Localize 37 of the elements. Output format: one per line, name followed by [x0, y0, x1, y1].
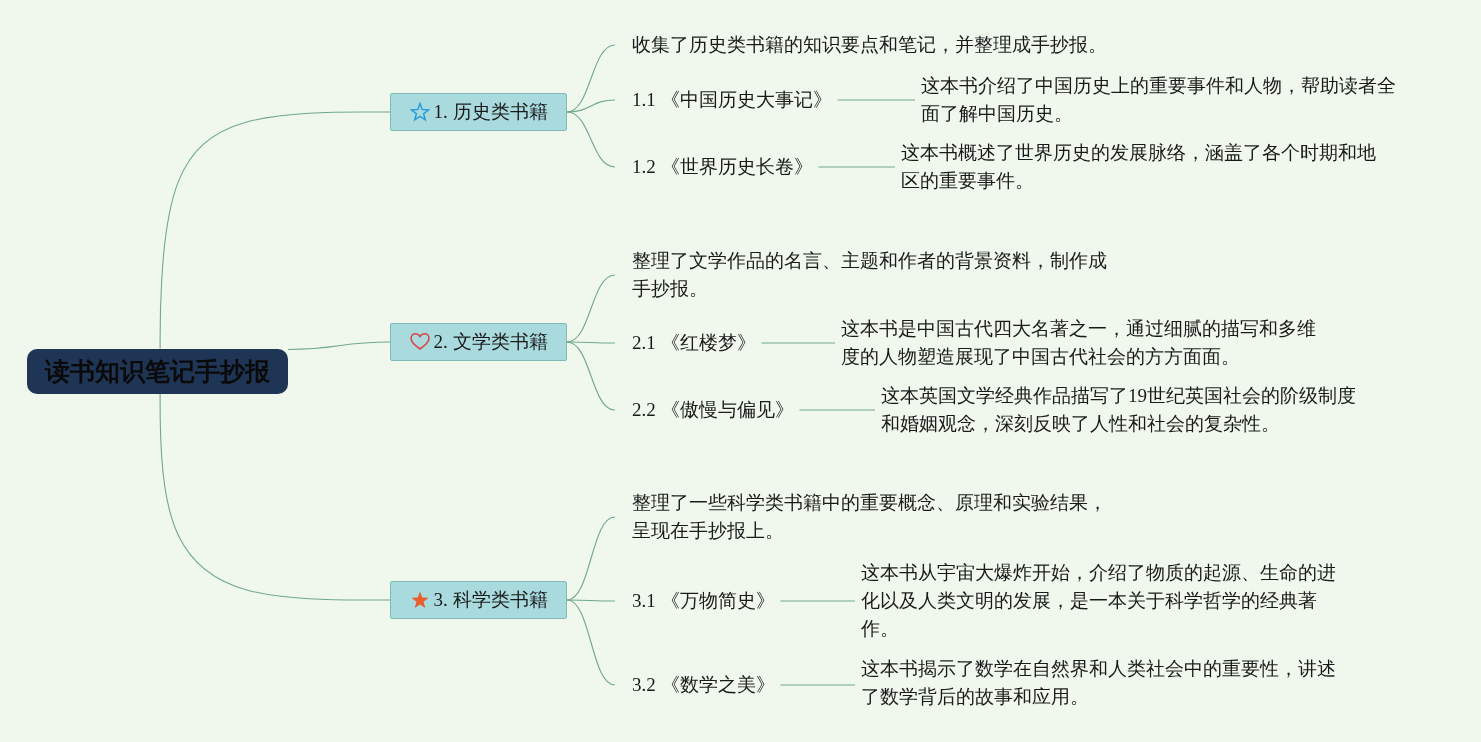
- connector-line: [817, 166, 896, 168]
- connector-line: [760, 342, 836, 344]
- connector-line: [566, 341, 616, 411]
- note-text: 这本书从宇宙大爆炸开始，介绍了物质的起源、生命的进化以及人类文明的发展，是一本关于科学哲学的经典著作。: [855, 559, 1343, 643]
- note-text: 整理了一些科学类书籍中的重要概念、原理和实验结果，呈现在手抄报上。: [615, 489, 1114, 545]
- connector-line: [287, 341, 391, 351]
- note-text: 这本书揭示了数学在自然界和人类社会中的重要性，讲述了数学背后的故事和应用。: [855, 655, 1343, 711]
- book-title: 1.1 《中国历史大事记》: [615, 86, 838, 114]
- connector-line: [836, 99, 916, 101]
- connector-line: [566, 599, 616, 686]
- connector-line: [779, 684, 856, 686]
- note-text: 这本书是中国古代四大名著之一，通过细腻的描写和多维度的人物塑造展现了中国古代社会的方方面面。: [835, 315, 1323, 371]
- note-text: 这本书概述了世界历史的发展脉络，涵盖了各个时期和地区的重要事件。: [895, 139, 1383, 195]
- connector-line: [159, 392, 391, 601]
- note-text: 这本书介绍了中国历史上的重要事件和人物，帮助读者全面了解中国历史。: [915, 72, 1403, 128]
- topic-label: 3. 科学类书籍: [433, 588, 548, 612]
- note-text: 收集了历史类书籍的知识要点和笔记，并整理成手抄报。: [615, 31, 1114, 59]
- connector-line: [566, 341, 616, 344]
- book-title: 2.2 《傲慢与偏见》: [615, 396, 800, 424]
- book-title: 2.1 《红楼梦》: [615, 329, 762, 357]
- book-title: 3.2 《数学之美》: [615, 671, 781, 699]
- connector-line: [566, 599, 616, 602]
- topic-box: [390, 581, 567, 619]
- connector-line: [798, 409, 876, 411]
- note-text: 这本英国文学经典作品描写了19世纪英国社会的阶级制度和婚姻观念，深刻反映了人性和社会的复杂性。: [875, 382, 1363, 438]
- book-title: 3.1 《万物简史》: [615, 587, 781, 615]
- central-topic: 读书知识笔记手抄报: [27, 348, 288, 394]
- connector-line: [159, 111, 391, 350]
- connector-line: [779, 600, 856, 602]
- topic-label: 1. 历史类书籍: [433, 100, 548, 124]
- note-text: 整理了文学作品的名言、主题和作者的背景资料，制作成手抄报。: [615, 247, 1114, 303]
- connector-line: [566, 111, 616, 168]
- topic-label: 2. 文学类书籍: [433, 330, 548, 354]
- topic-box: [390, 93, 567, 131]
- topic-box: [390, 323, 567, 361]
- connector-line: [566, 99, 616, 113]
- book-title: 1.2 《世界历史长卷》: [615, 153, 819, 181]
